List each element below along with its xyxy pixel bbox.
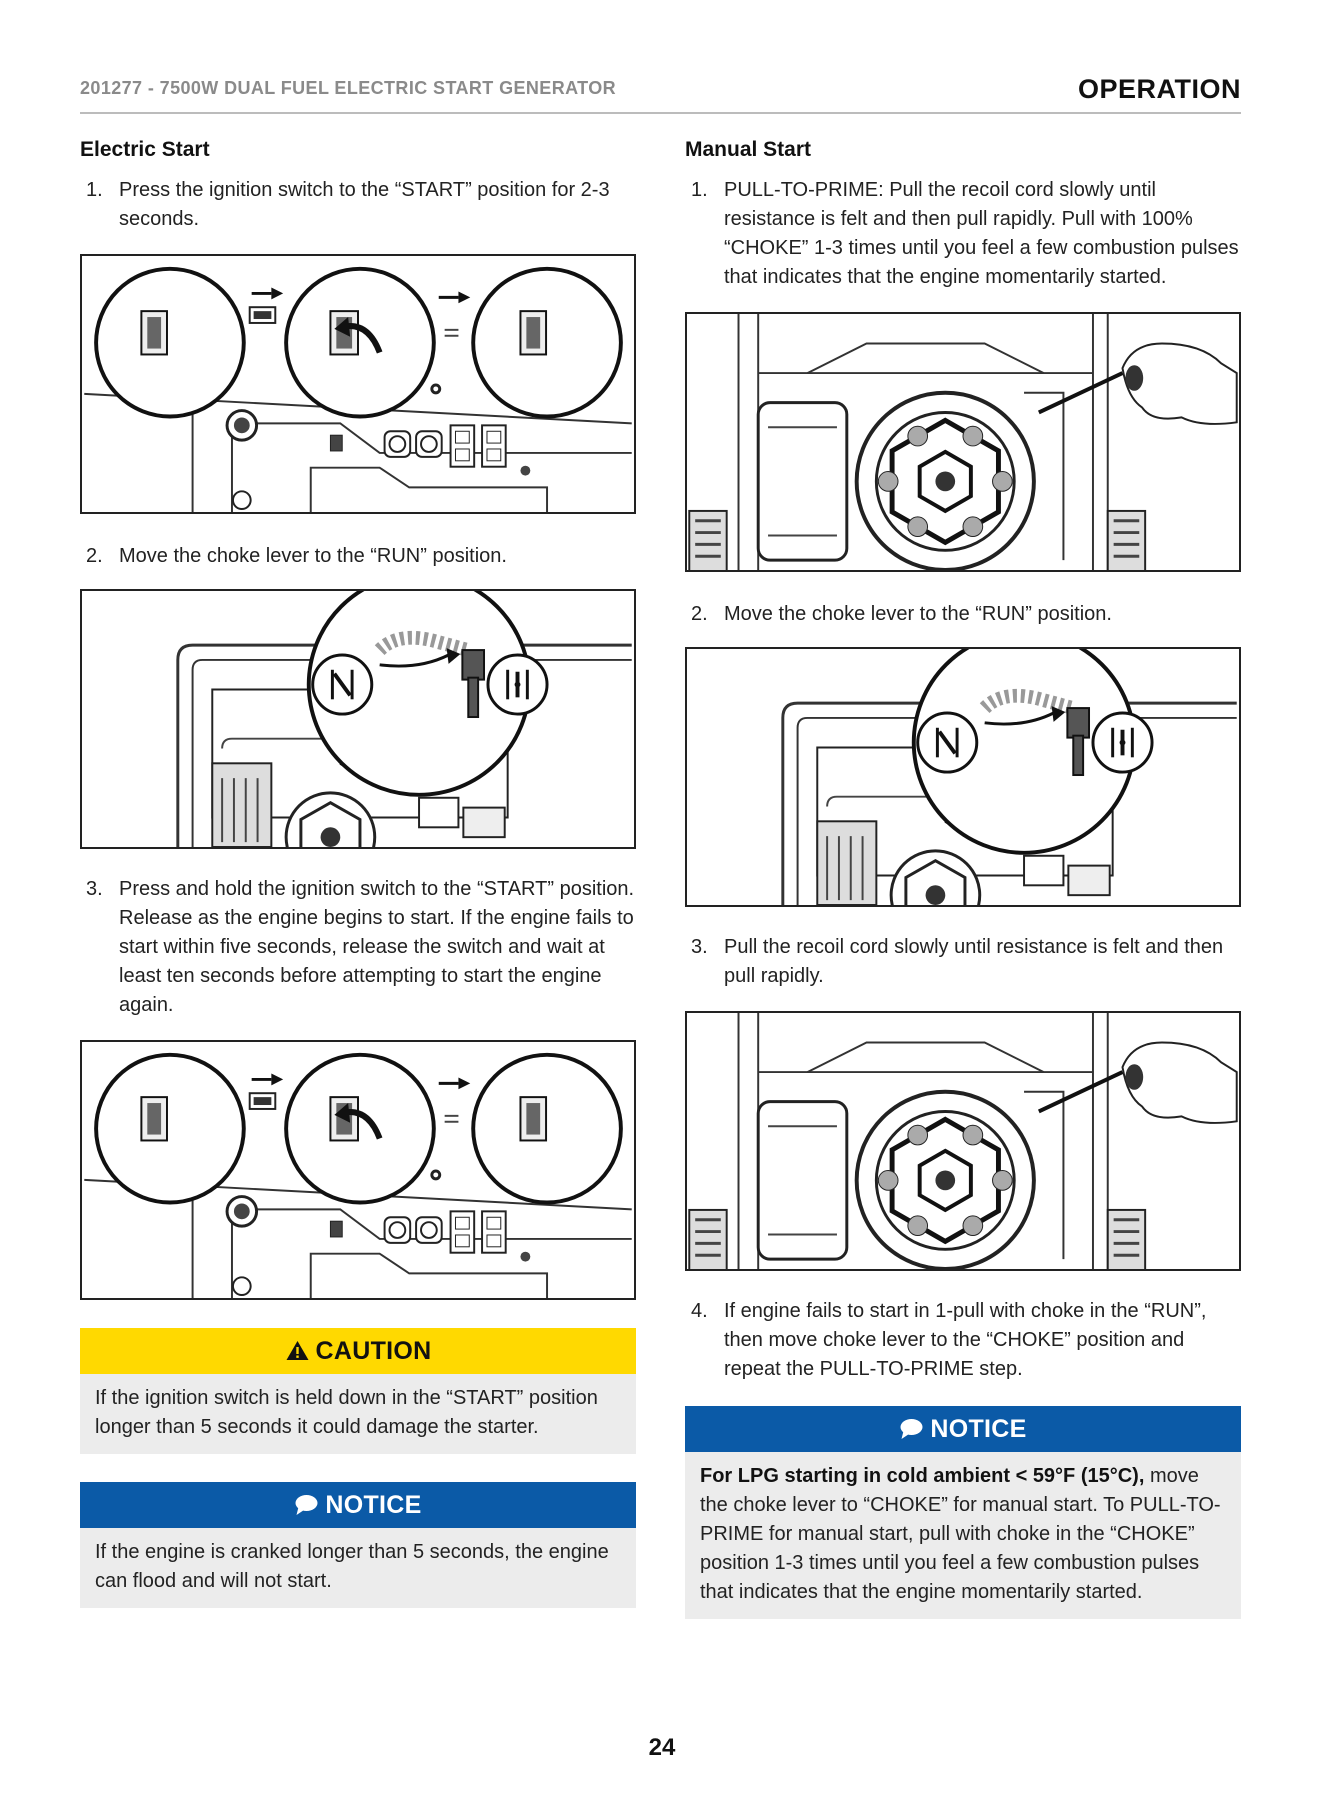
choke-lever-figure: [80, 589, 636, 849]
speech-bubble-icon: [294, 1493, 319, 1517]
notice-label: NOTICE: [325, 1490, 422, 1519]
recoil-pull-illustration-2: [687, 1013, 1239, 1269]
step-text: Pull the recoil cord slowly until resist…: [724, 936, 1224, 987]
caution-box: CAUTION If the ignition switch is held d…: [80, 1328, 636, 1454]
caution-label: CAUTION: [315, 1336, 432, 1365]
ignition-switch-illustration: [82, 256, 634, 512]
step-text: Press the ignition switch to the “START”…: [119, 179, 610, 230]
choke-lever-illustration-manual: [687, 649, 1239, 905]
notice-box-manual: NOTICE For LPG starting in cold ambient …: [685, 1406, 1241, 1619]
recoil-pull-illustration: [687, 314, 1239, 570]
step-text: PULL-TO-PRIME: Pull the recoil cord slow…: [724, 179, 1239, 288]
choke-lever-illustration: [82, 591, 634, 847]
header-divider: [80, 112, 1241, 114]
step-number: 4.: [691, 1300, 708, 1322]
recoil-pull-figure-2: [685, 1011, 1241, 1271]
notice-header: NOTICE: [80, 1482, 636, 1528]
notice-bold-lead: For LPG starting in cold ambient < 59°F …: [700, 1465, 1145, 1487]
manual-start-heading: Manual Start: [685, 138, 812, 161]
electric-start-heading: Electric Start: [80, 138, 210, 161]
manual-start-column: Manual Start 1. PULL-TO-PRIME: Pull the …: [685, 138, 1241, 1619]
manual-step-1: 1. PULL-TO-PRIME: Pull the recoil cord s…: [691, 176, 1241, 292]
electric-step-3: 3. Press and hold the ignition switch to…: [86, 875, 636, 1020]
notice-box-electric: NOTICE If the engine is cranked longer t…: [80, 1482, 636, 1608]
step-number: 1.: [691, 179, 708, 201]
caution-header: CAUTION: [80, 1328, 636, 1374]
choke-lever-figure-manual: [685, 647, 1241, 907]
ignition-switch-figure: [80, 254, 636, 514]
notice-body: move the choke lever to “CHOKE” for manu…: [700, 1465, 1221, 1603]
step-number: 2.: [86, 545, 103, 567]
page-number: 24: [648, 1734, 676, 1761]
notice-text: If the engine is cranked longer than 5 s…: [95, 1541, 609, 1592]
electric-step-2: 2. Move the choke lever to the “RUN” pos…: [86, 542, 636, 571]
step-number: 3.: [691, 936, 708, 958]
step-number: 2.: [691, 603, 708, 625]
step-number: 3.: [86, 878, 103, 900]
ignition-switch-hold-figure: [80, 1040, 636, 1300]
electric-step-1: 1. Press the ignition switch to the “STA…: [86, 176, 636, 234]
document-title: 201277 - 7500W DUAL FUEL ELECTRIC START …: [80, 78, 617, 98]
section-title: OPERATION: [1077, 74, 1241, 104]
step-text: If engine fails to start in 1-pull with …: [724, 1300, 1207, 1380]
warning-triangle-icon: [285, 1339, 310, 1363]
manual-step-3: 3. Pull the recoil cord slowly until res…: [691, 933, 1241, 991]
step-number: 1.: [86, 179, 103, 201]
manual-step-2: 2. Move the choke lever to the “RUN” pos…: [691, 600, 1241, 629]
recoil-pull-figure: [685, 312, 1241, 572]
notice-text-lpg: For LPG starting in cold ambient < 59°F …: [685, 1452, 1241, 1619]
notice-header: NOTICE: [685, 1406, 1241, 1452]
electric-start-column: Electric Start 1. Press the ignition swi…: [80, 138, 636, 1608]
step-text: Press and hold the ignition switch to th…: [119, 878, 635, 1016]
ignition-switch-hold-illustration: [82, 1042, 634, 1298]
caution-text: If the ignition switch is held down in t…: [95, 1387, 598, 1438]
speech-bubble-icon: [899, 1417, 924, 1441]
manual-step-4: 4. If engine fails to start in 1-pull wi…: [691, 1297, 1241, 1384]
notice-label: NOTICE: [930, 1414, 1027, 1443]
step-text: Move the choke lever to the “RUN” positi…: [724, 603, 1112, 625]
step-text: Move the choke lever to the “RUN” positi…: [119, 545, 507, 567]
